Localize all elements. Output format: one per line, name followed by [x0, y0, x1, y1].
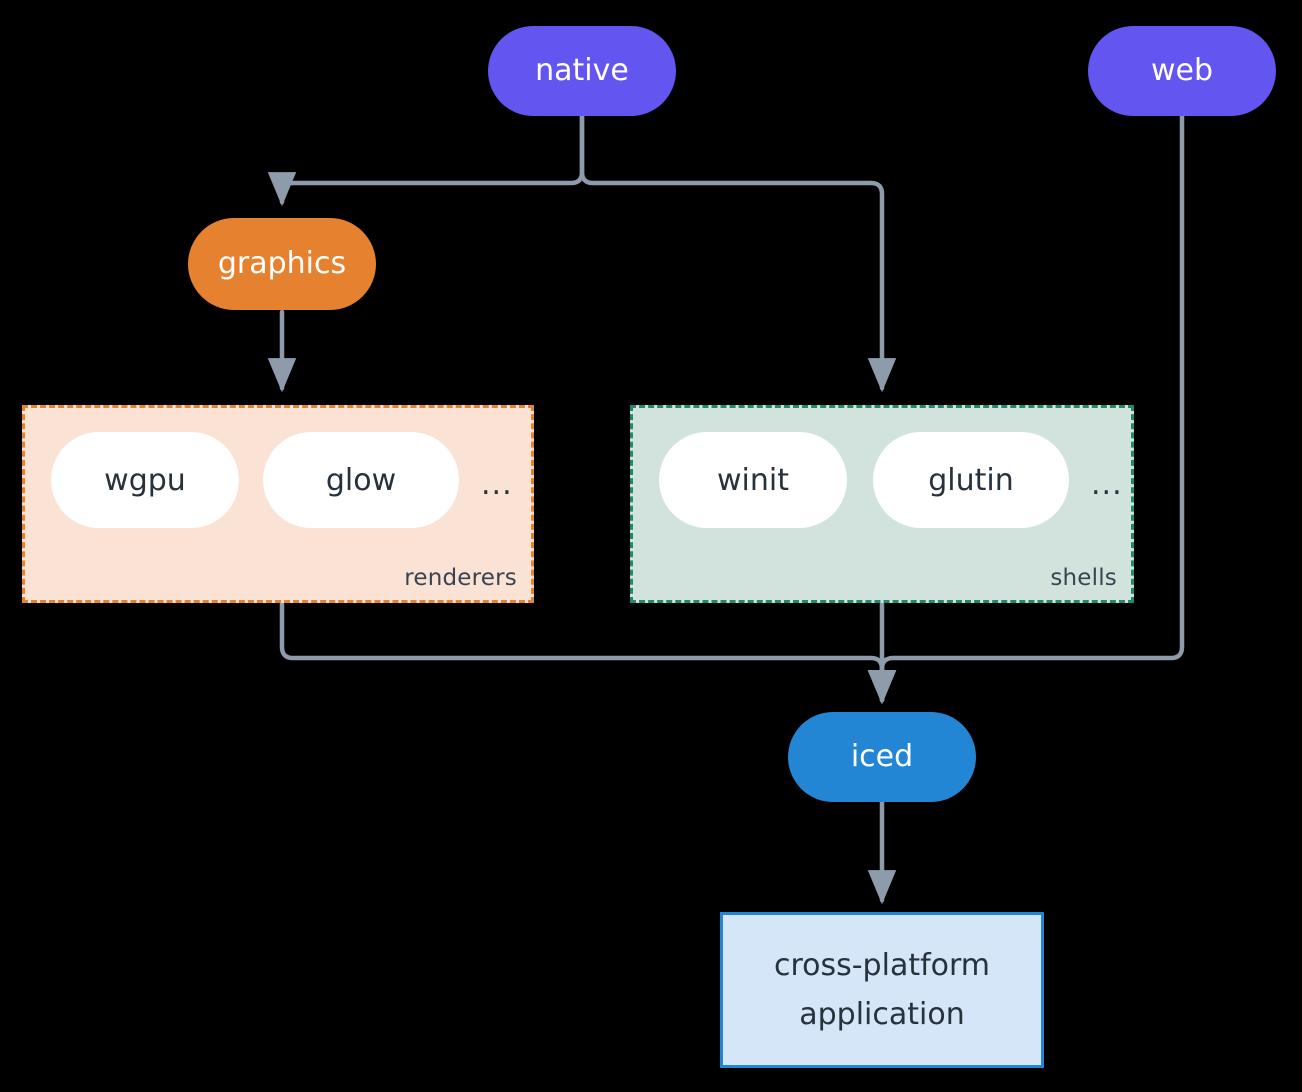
- node-application[interactable]: cross-platform application: [720, 912, 1044, 1068]
- chip-glow-label: glow: [325, 462, 397, 498]
- chip-wgpu[interactable]: wgpu: [51, 432, 239, 528]
- node-web-label: web: [1150, 52, 1214, 88]
- renderers-more-ellipsis: ...: [481, 467, 513, 502]
- chip-winit[interactable]: winit: [659, 432, 847, 528]
- chip-glow[interactable]: glow: [263, 432, 459, 528]
- group-shells: winit glutin ... shells: [630, 405, 1134, 603]
- node-graphics[interactable]: graphics: [188, 218, 376, 310]
- edge-native-to-shells: [579, 110, 897, 393]
- group-shells-label: shells: [1050, 565, 1117, 591]
- group-renderers-label: renderers: [404, 565, 517, 591]
- group-renderers: wgpu glow ... renderers: [22, 405, 534, 603]
- edge-native-bus: [267, 110, 585, 207]
- chip-glutin[interactable]: glutin: [873, 432, 1069, 528]
- node-application-line2: application: [799, 997, 965, 1032]
- node-native-label: native: [535, 52, 629, 88]
- node-application-line1: cross-platform: [773, 947, 991, 983]
- node-native[interactable]: native: [488, 26, 676, 116]
- chip-glutin-label: glutin: [928, 462, 1014, 498]
- node-web[interactable]: web: [1088, 26, 1276, 116]
- node-iced-label: iced: [850, 738, 914, 774]
- shells-more-ellipsis: ...: [1091, 467, 1123, 502]
- edge-renderers-to-iced: [279, 601, 897, 705]
- chip-winit-label: winit: [717, 462, 789, 498]
- node-graphics-label: graphics: [217, 245, 347, 281]
- node-iced[interactable]: iced: [788, 712, 976, 802]
- chip-wgpu-label: wgpu: [104, 462, 186, 498]
